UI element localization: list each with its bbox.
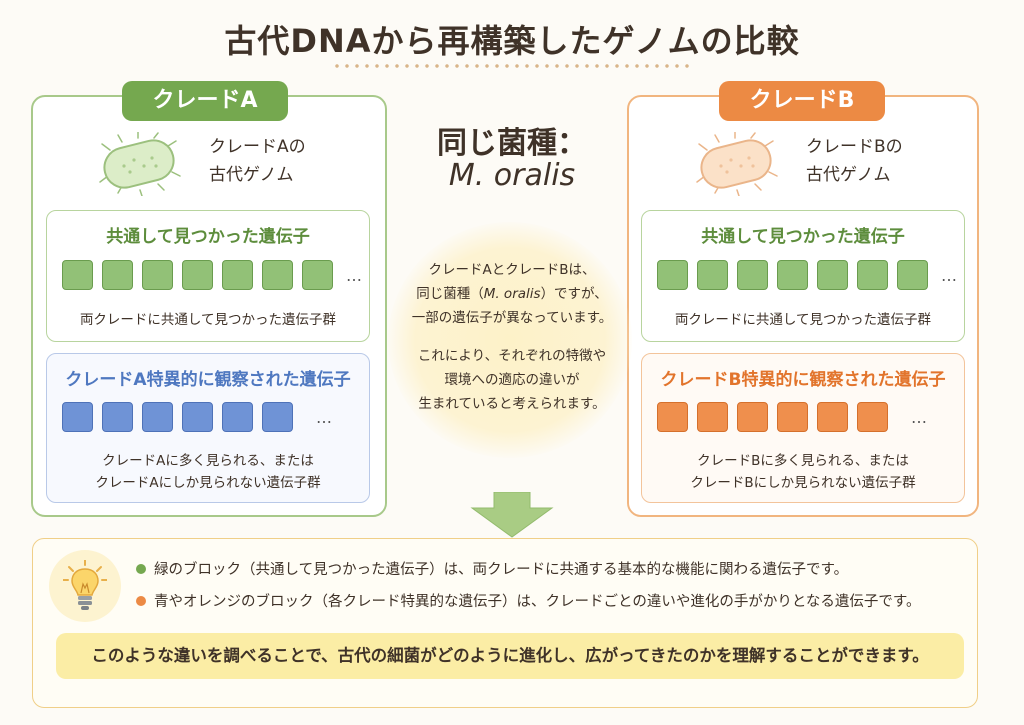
title-divider [332, 64, 692, 68]
gene-block [262, 402, 293, 432]
bacterium-green-icon [99, 132, 181, 196]
clade-a-shared-blocks: … [62, 260, 363, 290]
gene-block [142, 402, 173, 432]
gene-block [897, 260, 928, 290]
gene-block [777, 402, 808, 432]
clade-a-specific-caption-line1: クレードAに多く見られる、または [102, 453, 314, 469]
ellipsis: … [316, 407, 333, 427]
gene-block [857, 402, 888, 432]
clade-a-shared-caption: 両クレードに共通して見つかった遺伝子群 [79, 312, 337, 328]
ellipsis: … [346, 265, 363, 285]
clade-b-tab: クレードB [719, 81, 885, 121]
clade-a-shared-title: 共通して見つかった遺伝子 [106, 227, 310, 247]
species-name: M. oralis [448, 158, 576, 193]
center-line: クレードAとクレードBは、 [428, 262, 596, 278]
gene-block [62, 260, 93, 290]
gene-block [817, 260, 848, 290]
summary-bullet-green: 緑のブロック（共通して見つかった遺伝子）は、両クレードに共通する基本的な機能に関… [136, 558, 848, 579]
summary-box [32, 538, 978, 708]
ellipsis: … [911, 407, 928, 427]
clade-b-specific-caption-line1: クレードBに多く見られる、または [697, 453, 909, 469]
gene-block [697, 402, 728, 432]
ellipsis: … [941, 265, 958, 285]
clade-b-specific-blocks: … [657, 402, 928, 432]
bullet-text: 青やオレンジのブロック（各クレード特異的な遺伝子）は、クレードごとの違いや進化の… [154, 594, 921, 610]
clade-b-specific-title: クレードB特異的に観察された遺伝子 [660, 370, 946, 390]
center-explanation: クレードAとクレードBは、 同じ菌種（M. oralis）ですが、 一部の遺伝子… [392, 258, 632, 416]
clade-b-shared-caption: 両クレードに共通して見つかった遺伝子群 [674, 312, 932, 328]
gene-block [737, 402, 768, 432]
clade-b-caption-line1: クレードBの [806, 137, 903, 157]
gene-block [262, 260, 293, 290]
gene-block [102, 260, 133, 290]
center-glow [388, 222, 632, 458]
gene-block [657, 260, 688, 290]
center-text-part: ）ですが、 [540, 286, 608, 302]
center-line: 生まれていると考えられます。 [418, 396, 606, 412]
center-line: 環境への適応の違いが [444, 372, 580, 388]
gene-block [222, 402, 253, 432]
green-dot-icon [136, 563, 146, 574]
lightbulb-icon [63, 560, 107, 610]
spacer [392, 330, 632, 344]
center-line: 同じ菌種（M. oralis）ですが、 [392, 282, 632, 306]
bullet-text: 緑のブロック（共通して見つかった遺伝子）は、両クレードに共通する基本的な機能に関… [154, 562, 849, 578]
gene-block [737, 260, 768, 290]
clade-a-specific-title: クレードA特異的に観察された遺伝子 [65, 370, 351, 390]
orange-dot-icon [136, 595, 146, 606]
summary-bullet-orange: 青やオレンジのブロック（各クレード特異的な遺伝子）は、クレードごとの違いや進化の… [136, 590, 920, 611]
gene-block [697, 260, 728, 290]
clade-a-caption-line1: クレードAの [209, 137, 306, 157]
gene-block [222, 260, 253, 290]
clade-a-specific-blocks: … [62, 402, 333, 432]
gene-block [62, 402, 93, 432]
gene-block [182, 260, 213, 290]
species-label: 同じ菌種： [437, 126, 587, 161]
center-text-part: 同じ菌種（ [416, 286, 484, 302]
down-arrow-icon [470, 492, 554, 538]
gene-block [102, 402, 133, 432]
gene-block [817, 402, 848, 432]
species-italic: M. oralis [483, 286, 541, 302]
gene-block [302, 260, 333, 290]
gene-block [777, 260, 808, 290]
center-line: 一部の遺伝子が異なっています。 [411, 310, 613, 326]
gene-block [142, 260, 173, 290]
conclusion-banner: このような違いを調べることで、古代の細菌がどのように進化し、広がってきたのかを理… [56, 633, 964, 679]
clade-a-tab: クレードA [122, 81, 288, 121]
clade-b-shared-title: 共通して見つかった遺伝子 [701, 227, 905, 247]
clade-b-shared-blocks: … [657, 260, 958, 290]
center-line: これにより、それぞれの特徴や [417, 348, 607, 364]
gene-block [182, 402, 213, 432]
gene-block [857, 260, 888, 290]
clade-a-specific-caption-line2: クレードAにしか見られない遺伝子群 [95, 475, 321, 491]
clade-b-specific-caption-line2: クレードBにしか見られない遺伝子群 [690, 475, 916, 491]
gene-block [657, 402, 688, 432]
bacterium-orange-icon [696, 132, 778, 196]
clade-b-caption-line2: 古代ゲノム [806, 165, 891, 185]
page-title: 古代DNAから再構築したゲノムの比較 [224, 22, 800, 60]
clade-a-caption-line2: 古代ゲノム [209, 165, 294, 185]
